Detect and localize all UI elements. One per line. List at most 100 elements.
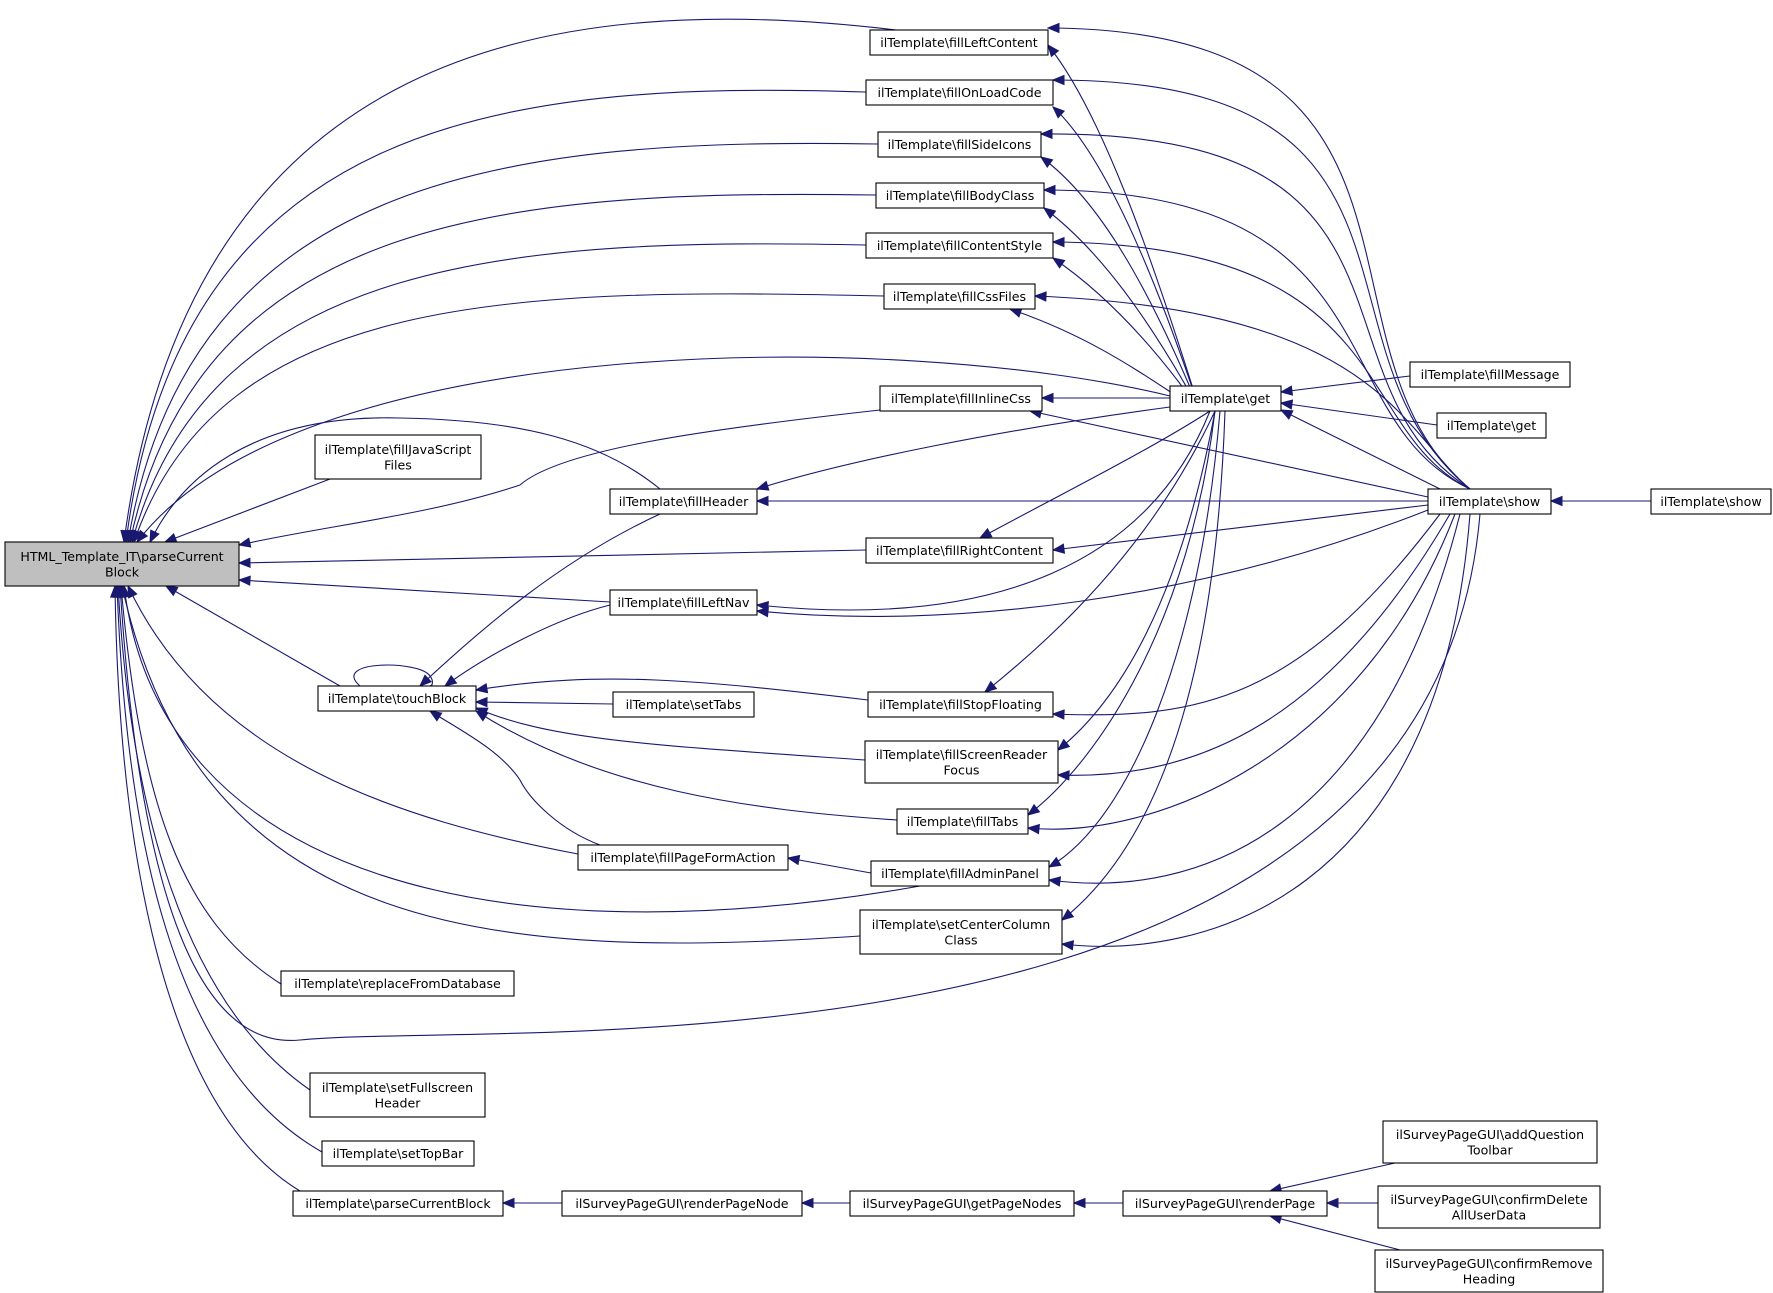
node-fillOnLoadCode[interactable]: ilTemplate\fillOnLoadCode (865, 79, 1054, 106)
node-fillCssFiles[interactable]: ilTemplate\fillCssFiles (883, 283, 1036, 310)
arrowhead-show2-to-show (1549, 495, 1563, 507)
edge-get-to-fillHeader (756, 406, 1171, 490)
node-label-touchBlock: ilTemplate\touchBlock (328, 691, 467, 706)
node-fillLeftNav[interactable]: ilTemplate\fillLeftNav (609, 589, 758, 616)
node-box-root[interactable] (4, 541, 240, 587)
node-box-fillStopFloating[interactable] (867, 691, 1054, 718)
node-box-addQuestionToolbar[interactable] (1382, 1120, 1598, 1164)
node-box-fillCssFiles[interactable] (883, 283, 1036, 310)
node-get[interactable]: ilTemplate\get (1169, 385, 1282, 412)
edge-get-to-setCenterColumnClass (1061, 410, 1226, 921)
edge-show-to-fillScreenReaderFocus (1057, 513, 1451, 776)
node-label-confirmDeleteAllUserData-line-2: AllUserData (1452, 1207, 1526, 1222)
node-fillMessage[interactable]: ilTemplate\fillMessage (1409, 361, 1571, 388)
node-box-fillHeader[interactable] (609, 488, 758, 515)
edge-fillSideIcons-to-root (127, 142, 879, 543)
node-fillContentStyle[interactable]: ilTemplate\fillContentStyle (865, 232, 1054, 259)
arrowhead-fillRightContent-to-root (237, 557, 251, 569)
node-box-confirmDeleteAllUserData[interactable] (1377, 1185, 1601, 1229)
arrowhead-get2-to-get (1279, 399, 1294, 410)
node-box-fillJavaScriptFiles[interactable] (314, 434, 482, 480)
node-box-fillLeftContent[interactable] (869, 29, 1049, 56)
edge-fillContentStyle-to-root (131, 243, 867, 543)
node-get2[interactable]: ilTemplate\get (1436, 412, 1547, 439)
node-box-setFullscreenHeader[interactable] (309, 1072, 486, 1118)
node-label-fillBodyClass: ilTemplate\fillBodyClass (886, 188, 1035, 203)
node-label-fillRightContent: ilTemplate\fillRightContent (876, 543, 1043, 558)
arrowhead-get-to-fillRightContent (978, 527, 993, 539)
edge-fillMessage-to-get (1280, 375, 1411, 393)
arrowhead-show-to-fillBodyClass (1042, 184, 1056, 196)
edge-fillOnLoadCode-to-root (125, 89, 867, 543)
node-getPageNodes[interactable]: ilSurveyPageGUI\getPageNodes (849, 1190, 1075, 1217)
node-parseCurrentBlock[interactable]: ilTemplate\parseCurrentBlock (292, 1190, 504, 1217)
node-box-fillAdminPanel[interactable] (870, 860, 1050, 887)
arrowhead-get-to-fillTabs (1026, 803, 1041, 816)
node-box-fillPageFormAction[interactable] (577, 844, 789, 871)
node-fillRightContent[interactable]: ilTemplate\fillRightContent (865, 537, 1054, 564)
node-box-fillBodyClass[interactable] (875, 182, 1045, 209)
node-fillInlineCss[interactable]: ilTemplate\fillInlineCss (879, 385, 1043, 412)
node-fillLeftContent[interactable]: ilTemplate\fillLeftContent (869, 29, 1049, 56)
node-box-setTopBar[interactable] (321, 1140, 475, 1167)
node-box-setTabs[interactable] (612, 691, 755, 718)
node-box-get[interactable] (1169, 385, 1282, 412)
node-box-fillRightContent[interactable] (865, 537, 1054, 564)
node-fillStopFloating[interactable]: ilTemplate\fillStopFloating (867, 691, 1054, 718)
arrowhead-get-to-fillCssFiles (1008, 307, 1023, 318)
node-setTopBar[interactable]: ilTemplate\setTopBar (321, 1140, 475, 1167)
node-root[interactable]: HTML_Template_IT\parseCurrentBlock (4, 541, 240, 587)
node-box-setCenterColumnClass[interactable] (859, 909, 1063, 955)
arrowhead-show-to-fillTabs (1026, 823, 1040, 835)
node-box-getPageNodes[interactable] (849, 1190, 1075, 1217)
node-box-fillLeftNav[interactable] (609, 589, 758, 616)
node-box-fillScreenReaderFocus[interactable] (864, 740, 1059, 784)
node-box-fillMessage[interactable] (1409, 361, 1571, 388)
node-label-fillTabs: ilTemplate\fillTabs (907, 814, 1019, 829)
node-box-show[interactable] (1427, 488, 1552, 515)
node-box-renderPageNode[interactable] (561, 1190, 803, 1217)
node-box-get2[interactable] (1436, 412, 1547, 439)
node-fillSideIcons[interactable]: ilTemplate\fillSideIcons (877, 131, 1042, 158)
arrowhead-fillAdminPanel-to-fillPageFormAction (786, 854, 801, 866)
node-replaceFromDatabase[interactable]: ilTemplate\replaceFromDatabase (280, 970, 515, 997)
node-box-confirmRemoveHeading[interactable] (1374, 1249, 1604, 1293)
edge-get-to-fillOnLoadCode (1052, 106, 1201, 412)
node-fillPageFormAction[interactable]: ilTemplate\fillPageFormAction (577, 844, 789, 871)
edge-show-to-fillInlineCss (1029, 410, 1429, 498)
node-box-fillTabs[interactable] (896, 808, 1029, 835)
node-box-fillInlineCss[interactable] (879, 385, 1043, 412)
node-box-renderPage[interactable] (1122, 1190, 1328, 1217)
node-label-fillJavaScriptFiles-line-2: Files (384, 457, 412, 472)
edge-get-to-fillTabs (1027, 410, 1216, 816)
node-fillHeader[interactable]: ilTemplate\fillHeader (609, 488, 758, 515)
node-setTabs[interactable]: ilTemplate\setTabs (612, 691, 755, 718)
node-fillTabs[interactable]: ilTemplate\fillTabs (896, 808, 1029, 835)
node-label-setCenterColumnClass-line-1: ilTemplate\setCenterColumn (872, 917, 1051, 932)
node-box-replaceFromDatabase[interactable] (280, 970, 515, 997)
node-box-fillOnLoadCode[interactable] (865, 79, 1054, 106)
node-fillAdminPanel[interactable]: ilTemplate\fillAdminPanel (870, 860, 1050, 887)
node-show[interactable]: ilTemplate\show (1427, 488, 1552, 515)
edges-layer (114, 18, 1651, 1251)
node-fillBodyClass[interactable]: ilTemplate\fillBodyClass (875, 182, 1045, 209)
node-box-parseCurrentBlock[interactable] (292, 1190, 504, 1217)
node-renderPage[interactable]: ilSurveyPageGUI\renderPage (1122, 1190, 1328, 1217)
node-box-fillSideIcons[interactable] (877, 131, 1042, 158)
arrowhead-fillJavaScriptFiles-to-root (163, 532, 178, 543)
node-box-show2[interactable] (1650, 488, 1772, 515)
node-box-touchBlock[interactable] (317, 685, 477, 712)
node-label-fillMessage: ilTemplate\fillMessage (1421, 367, 1560, 382)
node-touchBlock[interactable]: ilTemplate\touchBlock (317, 685, 477, 712)
node-show2[interactable]: ilTemplate\show (1650, 488, 1772, 515)
edge-show-to-root (119, 513, 1481, 1041)
node-renderPageNode[interactable]: ilSurveyPageGUI\renderPageNode (561, 1190, 803, 1217)
node-box-fillContentStyle[interactable] (865, 232, 1054, 259)
